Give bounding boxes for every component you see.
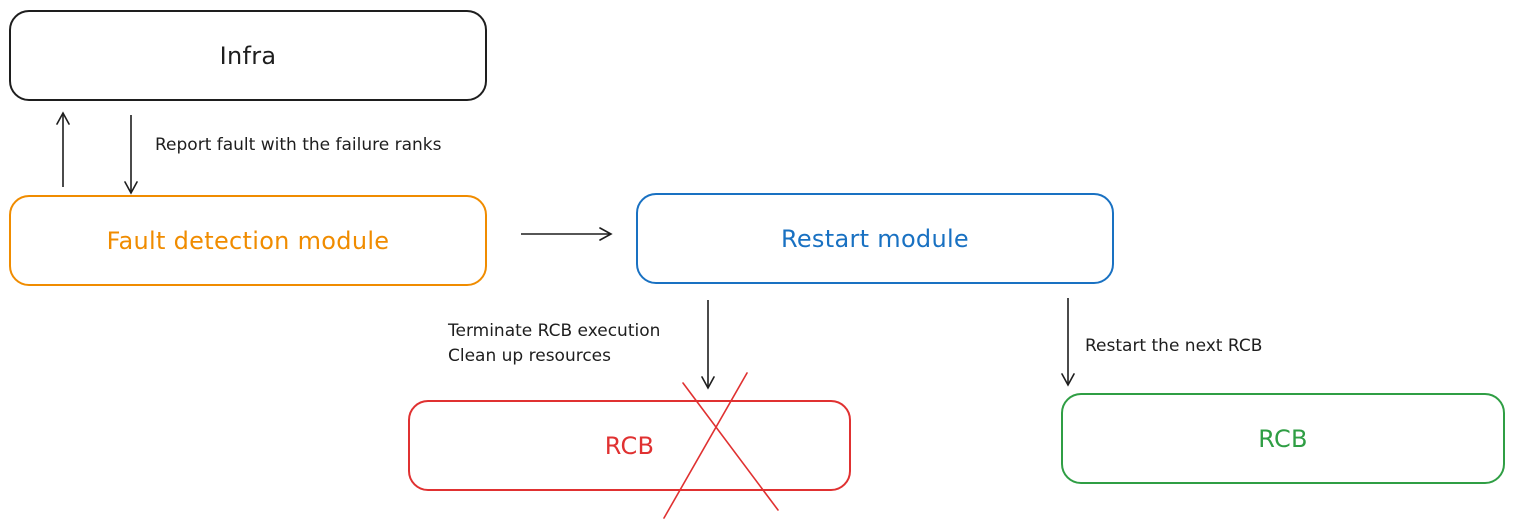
fault-detection-label: Fault detection module xyxy=(106,226,390,255)
report-fault-text: Report fault with the failure ranks xyxy=(155,135,442,155)
rcb-terminated-node: RCB xyxy=(408,400,851,491)
terminate-text-line1: Terminate RCB execution xyxy=(448,321,661,341)
terminate-text-line2: Clean up resources xyxy=(448,346,612,366)
infra-node: Infra xyxy=(9,10,487,101)
restart-label: Restart module xyxy=(780,224,970,253)
rcb-next-node: RCB xyxy=(1061,393,1505,484)
cross-stroke-2 xyxy=(663,372,748,519)
infra-label: Infra xyxy=(219,41,277,70)
rcb-terminated-label: RCB xyxy=(604,431,655,460)
rcb-next-label: RCB xyxy=(1258,424,1308,453)
restart-node: Restart module xyxy=(636,193,1114,284)
fault-detection-node: Fault detection module xyxy=(9,195,487,286)
cross-stroke-1 xyxy=(682,382,779,511)
restart-next-text: Restart the next RCB xyxy=(1085,336,1263,356)
